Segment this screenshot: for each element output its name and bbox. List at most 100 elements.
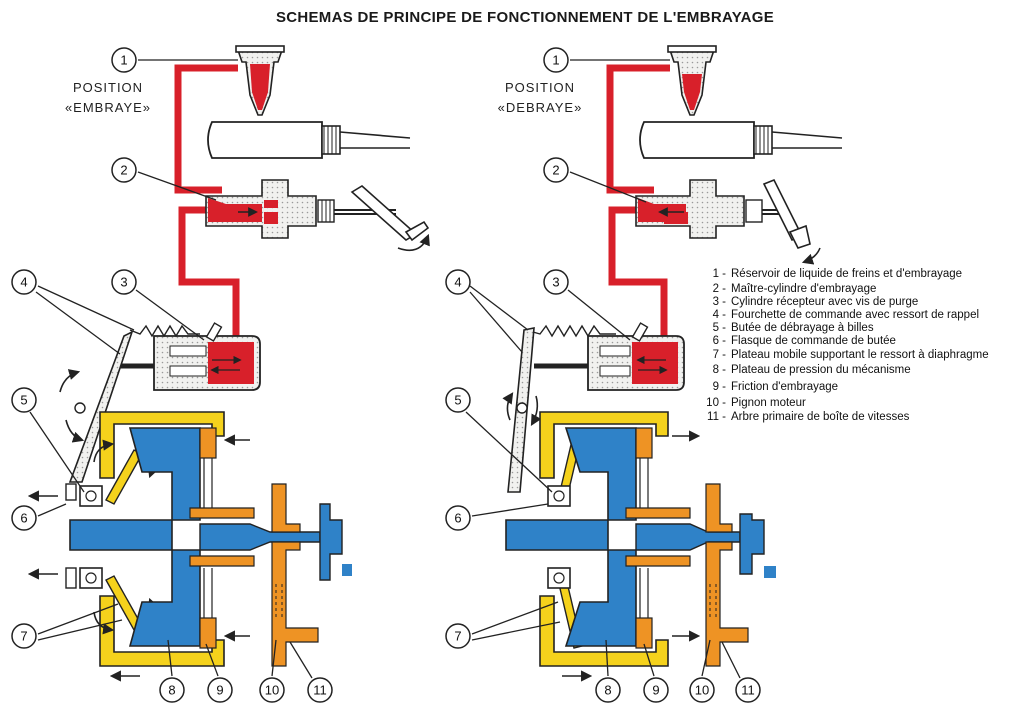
callout-circle xyxy=(735,677,761,703)
callout-number: 2 xyxy=(552,163,559,178)
legend-item: 7 -Plateau mobile supportant le ressort … xyxy=(713,349,989,361)
callout-7: 7 xyxy=(445,601,561,649)
legend: 1 - Réservoir de liquide de freins et d'e… xyxy=(706,268,988,423)
leader-line xyxy=(465,411,553,493)
legend-item: 6 -Flasque de commande de butée xyxy=(713,335,896,347)
callout-3: 3 xyxy=(111,269,205,341)
callout-number: 4 xyxy=(454,275,461,290)
legend-item: 10 -Pignon moteur xyxy=(706,397,806,409)
legend-number: 3 - xyxy=(713,296,727,308)
legend-number: 8 - xyxy=(713,364,727,376)
callout-number: 6 xyxy=(454,511,461,526)
callout-circle xyxy=(111,157,137,183)
hydraulic-line xyxy=(606,64,670,194)
master-cylinder-body xyxy=(639,121,843,159)
callout-number: 5 xyxy=(20,393,27,408)
callout-11: 11 xyxy=(721,641,761,703)
legend-text: Cylindre récepteur avec vis de purge xyxy=(731,296,918,308)
master-cylinder xyxy=(205,179,396,239)
legend-item: 9 -Friction d'embrayage xyxy=(713,381,838,393)
callout-10: 10 xyxy=(689,639,715,703)
callout-circle xyxy=(445,387,471,413)
legend-number: 9 - xyxy=(713,381,727,393)
callout-number: 11 xyxy=(741,683,755,698)
leader-line xyxy=(469,291,523,353)
leader-line xyxy=(135,289,205,341)
legend-text: Pignon moteur xyxy=(731,397,806,409)
clutch-pedal xyxy=(762,178,821,265)
clutch-housing xyxy=(539,411,701,682)
callout-7: 7 xyxy=(11,603,123,649)
callout-11: 11 xyxy=(289,641,333,703)
legend-item: 1 - Réservoir de liquide de freins et d'e… xyxy=(713,268,962,280)
clutch-fork xyxy=(502,327,542,493)
callout-circle xyxy=(111,269,137,295)
legend-text: Plateau de pression du mécanisme xyxy=(731,364,911,376)
master-cylinder-body xyxy=(207,121,411,159)
diagram-title: SCHEMAS DE PRINCIPE DE FONCTIONNEMENT DE… xyxy=(276,9,774,26)
callout-number: 1 xyxy=(552,53,559,68)
callout-9: 9 xyxy=(205,643,233,703)
slave-cylinder xyxy=(118,322,261,391)
panel-engaged: POSITION «EMBRAYE» xyxy=(27,45,430,682)
clutch-disc xyxy=(189,427,319,667)
callout-number: 8 xyxy=(604,683,611,698)
release-bearing xyxy=(27,485,103,589)
callout-circle xyxy=(643,677,669,703)
callout-8: 8 xyxy=(595,639,621,703)
pressure-plate-hub xyxy=(199,523,321,551)
leader-line xyxy=(569,171,647,203)
legend-text: Maître-cylindre d'embrayage xyxy=(731,283,876,295)
callout-number: 11 xyxy=(313,683,327,698)
callout-3: 3 xyxy=(543,269,631,341)
leader-line xyxy=(35,291,121,355)
callout-6: 6 xyxy=(11,503,67,531)
callout-circle xyxy=(445,505,471,531)
legend-item: 8 - Plateau de pression du mécanisme xyxy=(713,364,911,376)
callout-4: 4 xyxy=(11,269,135,355)
legend-number: 2 - xyxy=(713,283,727,295)
leader-line xyxy=(137,171,217,201)
leader-line xyxy=(721,641,741,679)
legend-item: 2 - Maître-cylindre d'embrayage xyxy=(713,283,877,295)
callout-1: 1 xyxy=(543,47,670,73)
fluid-reservoir xyxy=(667,45,717,116)
callout-number: 3 xyxy=(120,275,127,290)
legend-text: Réservoir de liquide de freins et d'embr… xyxy=(731,268,962,280)
return-spring xyxy=(525,324,616,338)
position-label-line2: «DEBRAYE» xyxy=(498,100,583,115)
legend-number: 1 - xyxy=(713,268,727,280)
legend-text: Butée de débrayage à billes xyxy=(731,322,874,334)
position-label-line1: POSITION xyxy=(505,80,575,95)
legend-number: 7 - xyxy=(713,349,727,361)
legend-item: 4 -Fourchette de commande avec ressort d… xyxy=(713,309,979,321)
callout-circle xyxy=(595,677,621,703)
callout-2: 2 xyxy=(111,157,217,201)
callout-number: 9 xyxy=(652,683,659,698)
callout-number: 3 xyxy=(552,275,559,290)
callout-4: 4 xyxy=(445,269,529,353)
callout-circle xyxy=(159,677,185,703)
legend-number: 11 - xyxy=(707,411,726,423)
legend-number: 6 - xyxy=(713,335,727,347)
callout-circle xyxy=(207,677,233,703)
hydraulic-line xyxy=(178,206,240,340)
callout-circle xyxy=(11,387,37,413)
callout-5: 5 xyxy=(445,387,553,493)
slave-cylinder xyxy=(534,322,685,391)
leader-line xyxy=(471,621,561,641)
return-spring xyxy=(129,324,200,338)
callout-number: 8 xyxy=(168,683,175,698)
callout-circle xyxy=(543,47,569,73)
leader-line xyxy=(701,639,711,677)
legend-item: 3 - Cylindre récepteur avec vis de purge xyxy=(713,296,919,308)
leader-line xyxy=(471,503,549,517)
clutch-pedal xyxy=(350,185,430,252)
leader-line xyxy=(471,601,559,635)
leader-line xyxy=(37,285,135,331)
leader-line xyxy=(29,411,85,493)
callout-circle xyxy=(11,505,37,531)
leader-line xyxy=(271,639,277,677)
